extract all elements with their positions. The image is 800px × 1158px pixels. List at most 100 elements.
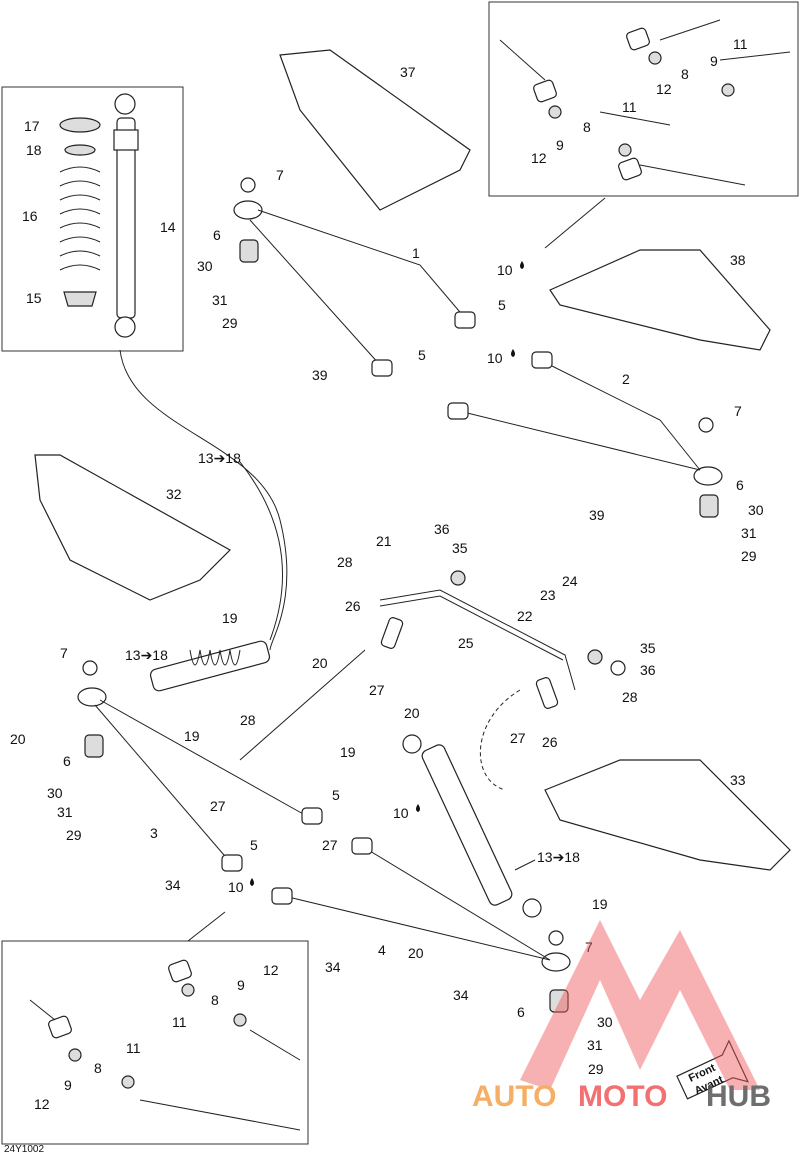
upper-a-arm-1 xyxy=(233,200,476,377)
callout-34c: 34 xyxy=(453,987,469,1003)
shock-inset-leader xyxy=(119,349,288,651)
callout-5c: 5 xyxy=(332,787,340,803)
callout-30c: 30 xyxy=(47,785,63,801)
callout-12a: 12 xyxy=(656,81,672,97)
bushings-bottom-leader xyxy=(187,911,226,942)
callout-31c: 31 xyxy=(57,804,73,820)
skid-plate-32 xyxy=(34,454,231,601)
callout-21: 21 xyxy=(376,533,392,549)
callout-10c: 10 xyxy=(393,805,409,821)
callout-13-18a: 13➔18 xyxy=(198,450,241,466)
callout-12b: 12 xyxy=(531,150,547,166)
callout-19b: 19 xyxy=(184,728,200,744)
callout-6d: 6 xyxy=(517,1004,525,1020)
callout-11c: 11 xyxy=(172,1014,187,1030)
oil-drop-icon xyxy=(416,804,420,812)
lower-a-arm-4 xyxy=(271,837,571,972)
callout-6: 6 xyxy=(213,227,221,243)
callout-29a: 29 xyxy=(222,315,238,331)
watermark-text-hub: HUB xyxy=(706,1080,771,1113)
callout-5: 5 xyxy=(498,297,506,313)
watermark-text-moto: MOTO xyxy=(578,1080,667,1113)
callout-4: 4 xyxy=(378,942,386,958)
callout-14: 14 xyxy=(160,219,176,235)
skid-plate-38 xyxy=(549,249,771,351)
ball-joint-hardware xyxy=(82,177,719,1013)
leader-13-18-upper xyxy=(239,461,283,641)
figure-id: 24Y1002 xyxy=(4,1144,44,1155)
bushings-detail-bottom xyxy=(29,959,301,1131)
callout-20d: 20 xyxy=(408,945,424,961)
callout-35b: 35 xyxy=(640,640,656,656)
callout-7d: 7 xyxy=(585,939,593,955)
callout-19d: 19 xyxy=(592,896,608,912)
callout-39a: 39 xyxy=(312,367,328,383)
callout-2: 2 xyxy=(622,371,630,387)
callout-11d: 11 xyxy=(126,1040,141,1056)
callout-31d: 31 xyxy=(587,1037,603,1053)
callout-26b: 26 xyxy=(542,734,558,750)
callout-9c: 9 xyxy=(237,977,245,993)
shock-right xyxy=(402,734,542,918)
callout-11a: 11 xyxy=(733,36,748,52)
callout-27b: 27 xyxy=(510,730,526,746)
callout-9a: 9 xyxy=(710,53,718,69)
callout-12d: 12 xyxy=(34,1096,50,1112)
shock-absorber-detail xyxy=(59,93,139,338)
callout-27a: 27 xyxy=(369,682,385,698)
callout-30b: 30 xyxy=(748,502,764,518)
sway-bar xyxy=(379,570,626,709)
bushings-detail-top xyxy=(499,19,791,186)
oil-drop-icon xyxy=(520,261,524,269)
leader-13-18-lower xyxy=(514,859,536,871)
callout-5b: 5 xyxy=(418,347,426,363)
callout-36a: 36 xyxy=(434,521,450,537)
watermark-text-auto: AUTO xyxy=(472,1080,556,1113)
callout-23: 23 xyxy=(540,587,556,603)
callout-8c: 8 xyxy=(211,992,219,1008)
callout-3: 3 xyxy=(150,825,158,841)
callout-29d: 29 xyxy=(588,1061,604,1077)
callout-10d: 10 xyxy=(228,879,244,895)
callout-9d: 9 xyxy=(64,1077,72,1093)
callout-12c: 12 xyxy=(263,962,279,978)
watermark-logo xyxy=(520,920,760,1090)
callout-1: 1 xyxy=(412,245,420,261)
callout-29b: 29 xyxy=(741,548,757,564)
callout-9b: 9 xyxy=(556,137,564,153)
callout-8b: 8 xyxy=(583,119,591,135)
callout-30a: 30 xyxy=(197,258,213,274)
callout-39b: 39 xyxy=(589,507,605,523)
skid-plate-37 xyxy=(279,49,471,211)
callout-31b: 31 xyxy=(741,525,757,541)
callout-28c: 28 xyxy=(240,712,256,728)
callout-29c: 29 xyxy=(66,827,82,843)
oil-drop-icon xyxy=(250,878,254,886)
callout-32: 32 xyxy=(166,486,182,502)
callout-31a: 31 xyxy=(212,292,228,308)
callout-11b: 11 xyxy=(622,99,637,115)
callout-33: 33 xyxy=(730,772,746,788)
callout-5d: 5 xyxy=(250,837,258,853)
callout-8a: 8 xyxy=(681,66,689,82)
shock-left xyxy=(149,640,271,692)
bushings-top-leader xyxy=(544,197,606,249)
callout-13-18c: 13➔18 xyxy=(537,849,580,865)
callout-20a: 20 xyxy=(312,655,328,671)
callout-10b: 10 xyxy=(487,350,503,366)
callout-20b: 20 xyxy=(10,731,26,747)
callout-27c: 27 xyxy=(210,798,226,814)
callout-36b: 36 xyxy=(640,662,656,678)
callout-13-18b: 13➔18 xyxy=(125,647,168,663)
callout-19c: 19 xyxy=(340,744,356,760)
callout-35a: 35 xyxy=(452,540,468,556)
callout-7: 7 xyxy=(276,167,284,183)
lower-a-arm-3 xyxy=(77,687,323,872)
callout-38: 38 xyxy=(730,252,746,268)
callout-18: 18 xyxy=(26,142,42,158)
callout-28a: 28 xyxy=(337,554,353,570)
callout-7b: 7 xyxy=(734,403,742,419)
shock-absorber-inset-box xyxy=(1,86,184,352)
leader-shock-arm xyxy=(239,649,366,761)
